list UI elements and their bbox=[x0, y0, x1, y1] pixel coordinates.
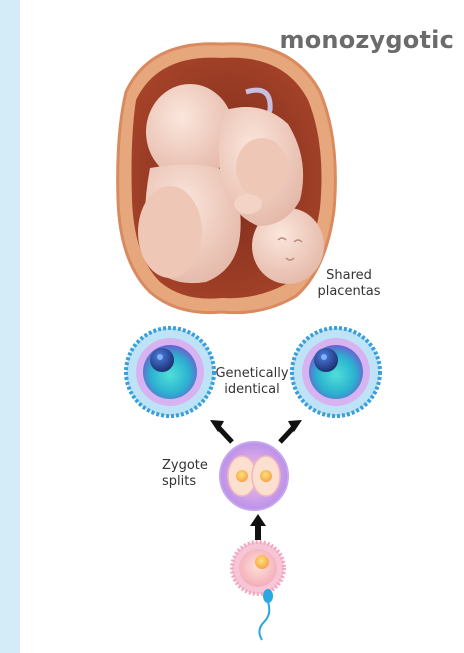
label-shared-line2: placentas bbox=[314, 284, 384, 300]
embryo-cell-left bbox=[126, 328, 214, 416]
zygote-splitting bbox=[220, 442, 288, 510]
label-shared-line1: Shared bbox=[314, 268, 384, 284]
label-zygote-line1: Zygote bbox=[162, 458, 218, 474]
arrow-up-center bbox=[250, 514, 266, 540]
uterus-illustration bbox=[118, 44, 336, 313]
label-zygote-splits: Zygote splits bbox=[162, 458, 218, 490]
label-zygote-line2: splits bbox=[162, 474, 218, 490]
arrow-up-right bbox=[280, 420, 302, 442]
label-shared-placentas: Shared placentas bbox=[314, 268, 384, 300]
label-genetic-line1: Genetically bbox=[212, 366, 292, 382]
embryo-cell-right bbox=[292, 328, 380, 416]
egg-fertilization bbox=[232, 542, 284, 640]
label-genetically-identical: Genetically identical bbox=[212, 366, 292, 398]
arrow-up-left bbox=[210, 420, 232, 442]
label-genetic-line2: identical bbox=[212, 382, 292, 398]
